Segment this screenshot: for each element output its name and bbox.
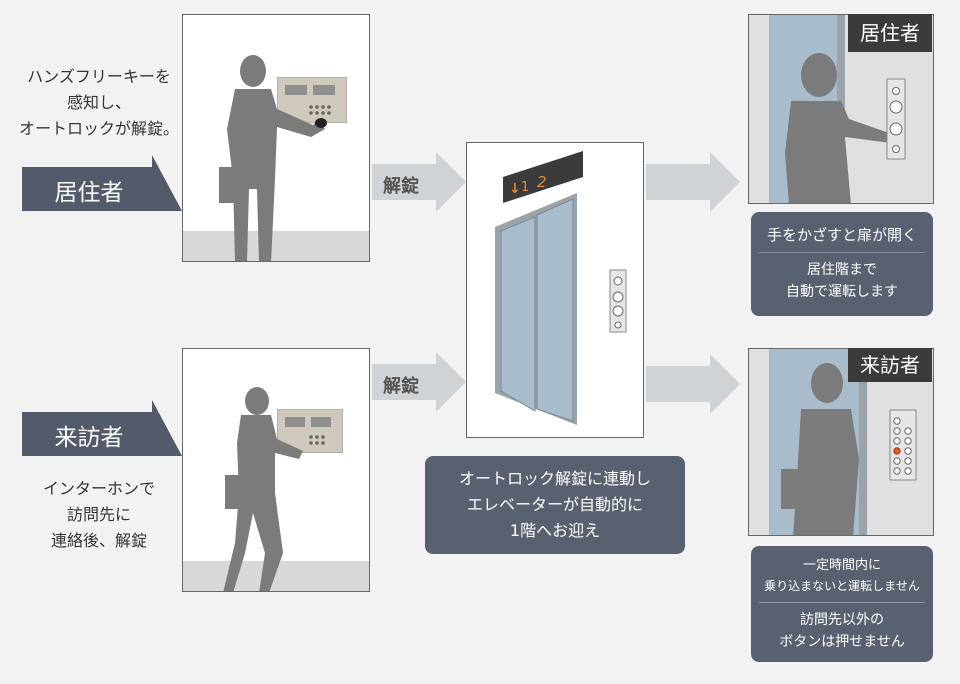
floor-buttons-panel-icon xyxy=(889,409,917,481)
flag-shape xyxy=(22,400,182,456)
visitor-unlock-arrow-icon xyxy=(372,352,466,412)
divider xyxy=(759,252,925,253)
visitor-waiting-silhouette-icon xyxy=(781,363,859,535)
resident-flag: 居住者 xyxy=(22,155,182,211)
visitor-description-line: 連絡後、解錠 xyxy=(50,531,147,550)
resident-arrow-label: 解錠 xyxy=(383,176,419,197)
visitor-silhouette-icon xyxy=(223,387,303,591)
visitor-result-heading-line: 一定時間内に xyxy=(802,558,881,573)
resident-description-line: オートロックが解錠。 xyxy=(18,119,179,138)
visitor-result-heading-line: 乗り込まないと運転しません xyxy=(764,579,920,593)
elevator-call-panel-icon xyxy=(609,269,627,333)
resident-result-heading: 手をかざすと扉が開く xyxy=(766,226,917,244)
visitor-description: インターホンで 訪問先に 連絡後、解錠 xyxy=(10,476,188,554)
elevator-caption-box: オートロック解錠に連動し エレベーターが自動的に 1階へお迎え xyxy=(425,456,685,554)
elevator-caption-line: オートロック解錠に連動し xyxy=(458,469,651,488)
resident-unlock-arrow-icon xyxy=(372,152,466,212)
visitor-flag-label: 来訪者 xyxy=(54,425,124,451)
elevator-panel: ↓ 1 2 xyxy=(466,142,644,438)
resident-result-box: 手をかざすと扉が開く 居住階まで 自動で運転します xyxy=(751,212,933,316)
visitor-result-tag: 来訪者 xyxy=(848,348,932,382)
elevator-caption-line: 1階へお迎え xyxy=(509,521,601,540)
resident-pressing-button-silhouette-icon xyxy=(785,53,891,203)
resident-result-body-line: 自動で運転します xyxy=(786,284,898,300)
flag-shape xyxy=(22,155,182,211)
resident-ride-arrow-icon xyxy=(646,152,740,212)
divider xyxy=(759,602,925,603)
resident-result-body-line: 居住階まで xyxy=(807,262,877,278)
visitor-result-body-line: 訪問先以外の xyxy=(800,612,884,628)
resident-description: ハンズフリーキーを 感知し、 オートロックが解錠。 xyxy=(10,64,188,142)
floor-number-1: 1 xyxy=(521,180,530,195)
resident-result-tag: 居住者 xyxy=(848,14,932,52)
call-panel-icon xyxy=(886,78,906,160)
floor xyxy=(183,231,369,261)
visitor-description-line: 訪問先に xyxy=(66,505,131,524)
resident-description-line: ハンズフリーキーを xyxy=(27,67,171,86)
visitor-flag: 来訪者 xyxy=(22,400,182,456)
interior-door-frame xyxy=(859,349,867,535)
visitor-entrance-panel xyxy=(182,348,370,592)
visitor-result-box: 一定時間内に 乗り込まないと運転しません 訪問先以外の ボタンは押せません xyxy=(751,546,933,662)
resident-description-line: 感知し、 xyxy=(66,93,131,112)
down-arrow-icon: ↓ xyxy=(509,181,521,197)
visitor-arrow-label: 解錠 xyxy=(383,376,419,397)
resident-flag-label: 居住者 xyxy=(54,180,124,206)
resident-entrance-panel xyxy=(182,14,370,262)
visitor-result-body-line: ボタンは押せません xyxy=(779,634,905,650)
visitor-description-line: インターホンで xyxy=(42,479,155,498)
visitor-ride-arrow-icon xyxy=(646,354,740,414)
elevator-doors xyxy=(495,193,577,425)
floor-number-2: 2 xyxy=(537,173,547,191)
floor-indicator xyxy=(503,151,583,203)
resident-silhouette-icon xyxy=(219,55,327,261)
elevator-caption-line: エレベーターが自動的に xyxy=(466,495,643,514)
